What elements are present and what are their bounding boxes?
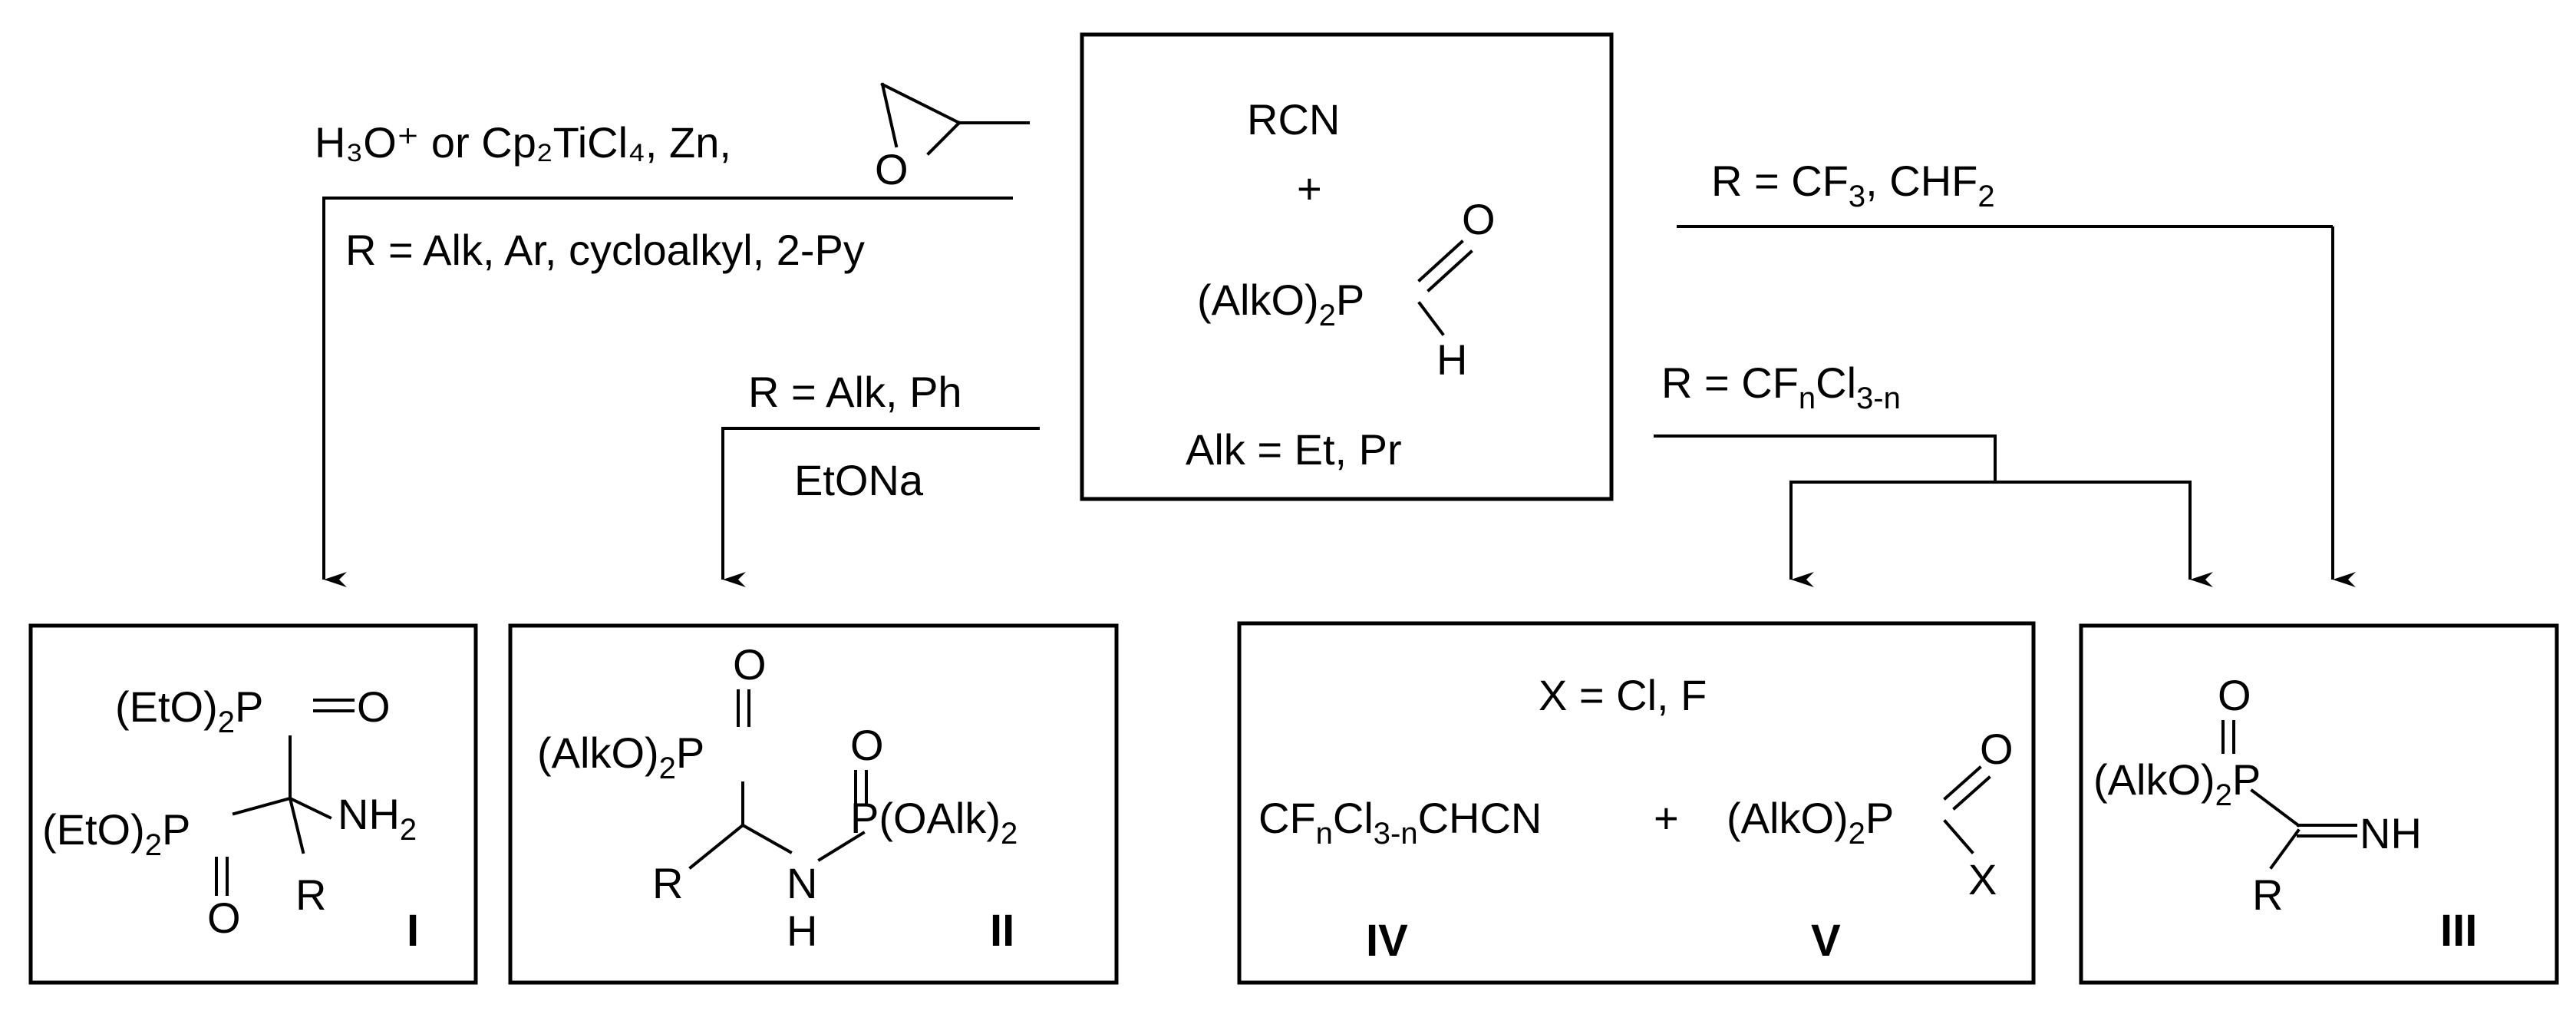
product-IV-structure: CFnCl3-nCHCN: [1258, 794, 1542, 851]
svg-text:(EtO)2P: (EtO)2P: [42, 805, 190, 862]
svg-text:O: O: [1462, 195, 1496, 243]
svg-text:N: N: [787, 859, 817, 907]
svg-text:P(OAlk)2: P(OAlk)2: [850, 794, 1018, 851]
condition-top-right-r: R = CF3, CHF2: [1711, 157, 1995, 213]
product-IV-label: IV: [1366, 916, 1408, 966]
reactant-box: [1080, 32, 1614, 501]
svg-text:X: X: [1968, 855, 1997, 904]
condition-top-left: H₃O⁺ or Cp₂TiCl₄, Zn,: [315, 118, 731, 167]
svg-text:H: H: [787, 907, 817, 955]
svg-text:(AlkO)2P: (AlkO)2P: [1197, 276, 1364, 332]
svg-text:O: O: [207, 894, 241, 942]
product-II-box: [508, 623, 1119, 985]
product-III-structure: O (AlkO)2P NH R: [2093, 671, 2422, 919]
product-II-structure: O (AlkO)2P R N H O P(OAlk)2: [537, 640, 1018, 955]
x-definition: X = Cl, F: [1539, 671, 1707, 719]
svg-text:O: O: [875, 145, 909, 193]
condition-middle-left-reagent: EtONa: [794, 456, 924, 504]
condition-middle-left-r: R = Alk, Ph: [748, 368, 962, 416]
svg-text:CFnCl3-nCHCN: CFnCl3-nCHCN: [1258, 794, 1542, 851]
plus-sign: +: [1654, 794, 1679, 842]
product-V-label: V: [1811, 916, 1841, 966]
svg-text:(AlkO)2P: (AlkO)2P: [1727, 794, 1894, 851]
svg-text:NH2: NH2: [338, 790, 417, 847]
alk-definition: Alk = Et, Pr: [1186, 425, 1402, 474]
svg-text:O: O: [850, 721, 884, 769]
svg-text:O: O: [1980, 725, 2014, 773]
svg-text:R: R: [295, 871, 326, 919]
product-III-box: [2079, 623, 2559, 985]
reactant-rcn: RCN: [1247, 95, 1340, 144]
product-II-label: II: [990, 906, 1014, 956]
svg-text:O: O: [733, 640, 767, 689]
svg-text:R: R: [652, 859, 683, 907]
condition-middle-right-r: R = CFnCl3-n: [1661, 358, 1901, 415]
svg-text:(AlkO)2P: (AlkO)2P: [537, 729, 704, 785]
svg-text:(EtO)2P: (EtO)2P: [115, 682, 263, 739]
product-V-structure: (AlkO)2P O X: [1727, 725, 2014, 904]
svg-text:R: R: [2252, 871, 2283, 919]
product-I-box: [28, 623, 478, 985]
svg-text:H: H: [1436, 335, 1467, 384]
product-III-label: III: [2440, 906, 2477, 956]
svg-text:O: O: [2218, 671, 2251, 719]
product-IV-V-box: [1237, 621, 2036, 985]
svg-text:NH: NH: [2360, 809, 2422, 857]
dialkyl-phosphite-structure: (AlkO)2P O H: [1197, 195, 1496, 384]
reactant-plus: +: [1297, 164, 1322, 213]
svg-text:(AlkO)2P: (AlkO)2P: [2093, 755, 2261, 812]
svg-text:O: O: [357, 682, 391, 731]
product-I-structure: (EtO)2P O (EtO)2P O NH2 R: [42, 682, 417, 942]
propylene-oxide-structure: O: [875, 82, 1030, 193]
product-I-label: I: [407, 906, 419, 956]
condition-top-left-r: R = Alk, Ar, cycloalkyl, 2-Py: [345, 226, 865, 274]
